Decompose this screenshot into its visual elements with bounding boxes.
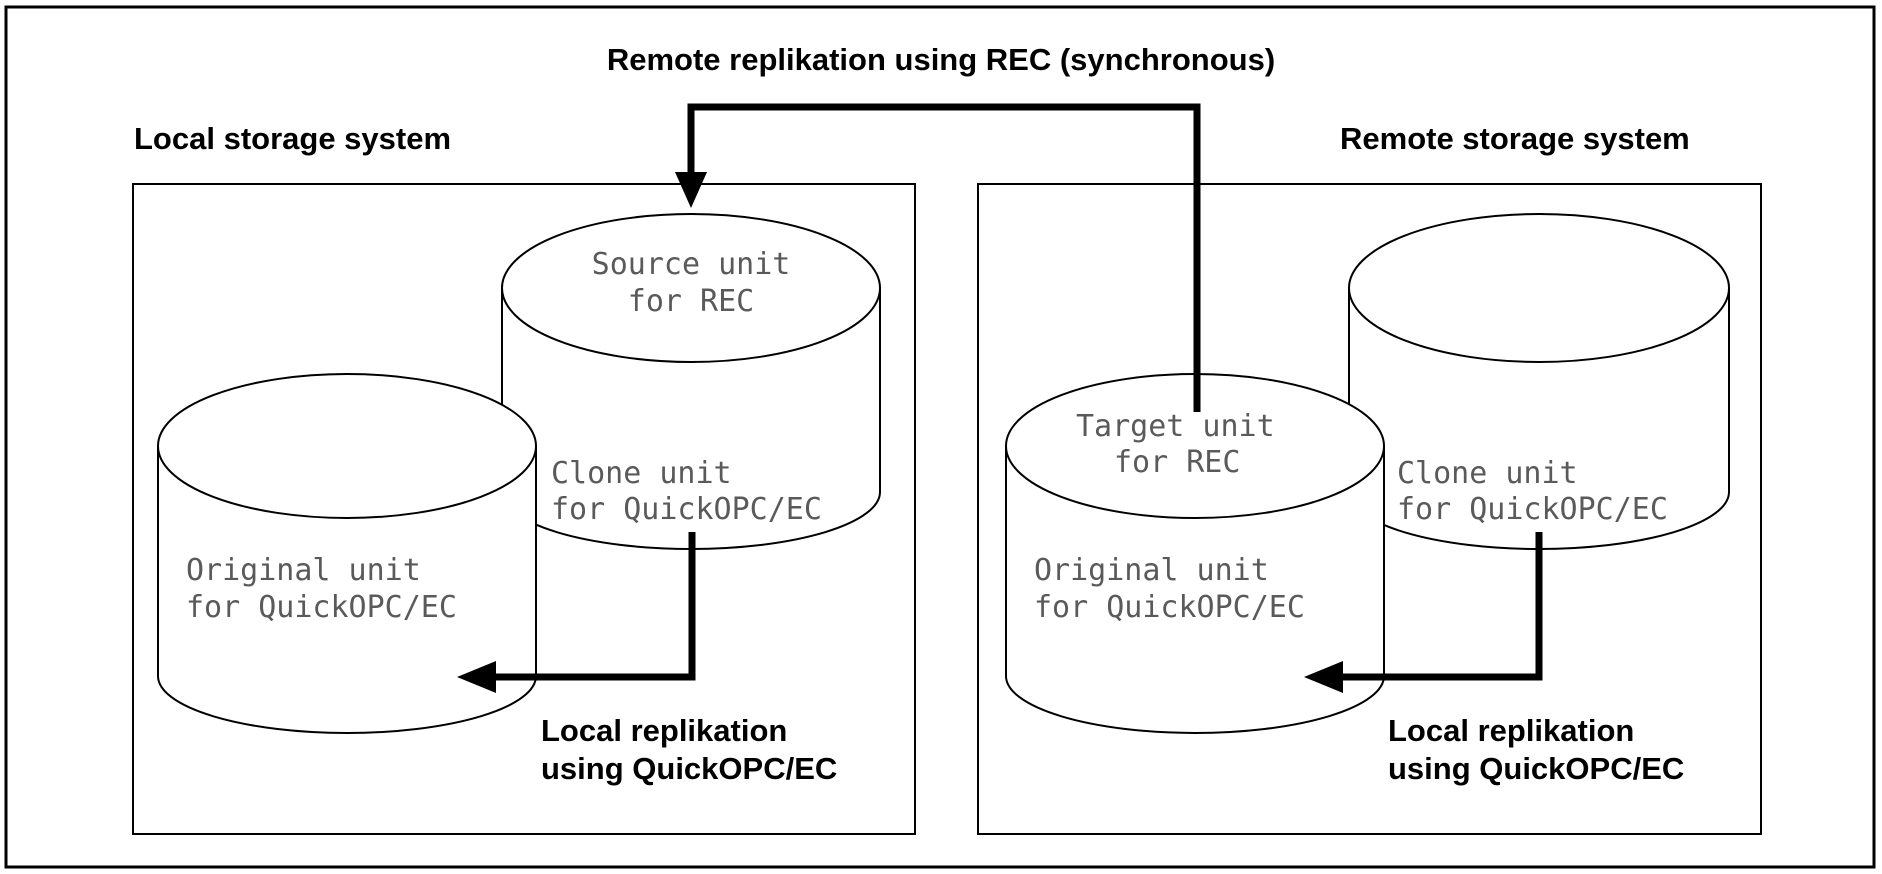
local-source-unit-label-2: for REC — [628, 284, 754, 319]
local-original-cylinder — [157, 373, 537, 734]
local-original-unit-label: Original unit — [186, 553, 421, 588]
remote-target-unit-label-2: for REC — [1114, 445, 1240, 480]
remote-clone-unit-label: Clone unit — [1397, 456, 1578, 491]
outer-frame — [4, 5, 1876, 869]
local-clone-unit-label-2: for QuickOPC/EC — [551, 492, 822, 527]
local-original-unit-label-2: for QuickOPC/EC — [186, 590, 457, 625]
remote-replication-label: Local replikation — [1388, 713, 1634, 748]
remote-target-unit-label: Target unit — [1076, 409, 1275, 444]
remote-original-unit-label: Original unit — [1034, 553, 1269, 588]
local-system-box — [132, 183, 916, 835]
remote-clone-unit-label-2: for QuickOPC/EC — [1397, 492, 1668, 527]
remote-replication-arrow — [1304, 532, 1543, 693]
local-replication-label: Local replikation — [541, 713, 787, 748]
local-replication-arrow — [457, 532, 696, 693]
remote-clone-cylinder — [1348, 213, 1730, 550]
remote-target-original-cylinder — [1005, 373, 1385, 734]
local-source-clone-cylinder — [501, 213, 881, 550]
diagram-title: Remote replikation using REC (synchronou… — [607, 42, 1275, 77]
remote-system-heading: Remote storage system — [1340, 121, 1690, 156]
remote-system-box — [977, 183, 1762, 835]
local-system-heading: Local storage system — [134, 121, 451, 156]
local-source-unit-label: Source unit — [592, 247, 791, 282]
rec-replication-arrow — [675, 103, 1201, 412]
local-replication-label-2: using QuickOPC/EC — [541, 751, 837, 786]
remote-original-unit-label-2: for QuickOPC/EC — [1034, 590, 1305, 625]
local-clone-unit-label: Clone unit — [551, 456, 732, 491]
remote-replication-label-2: using QuickOPC/EC — [1388, 751, 1684, 786]
